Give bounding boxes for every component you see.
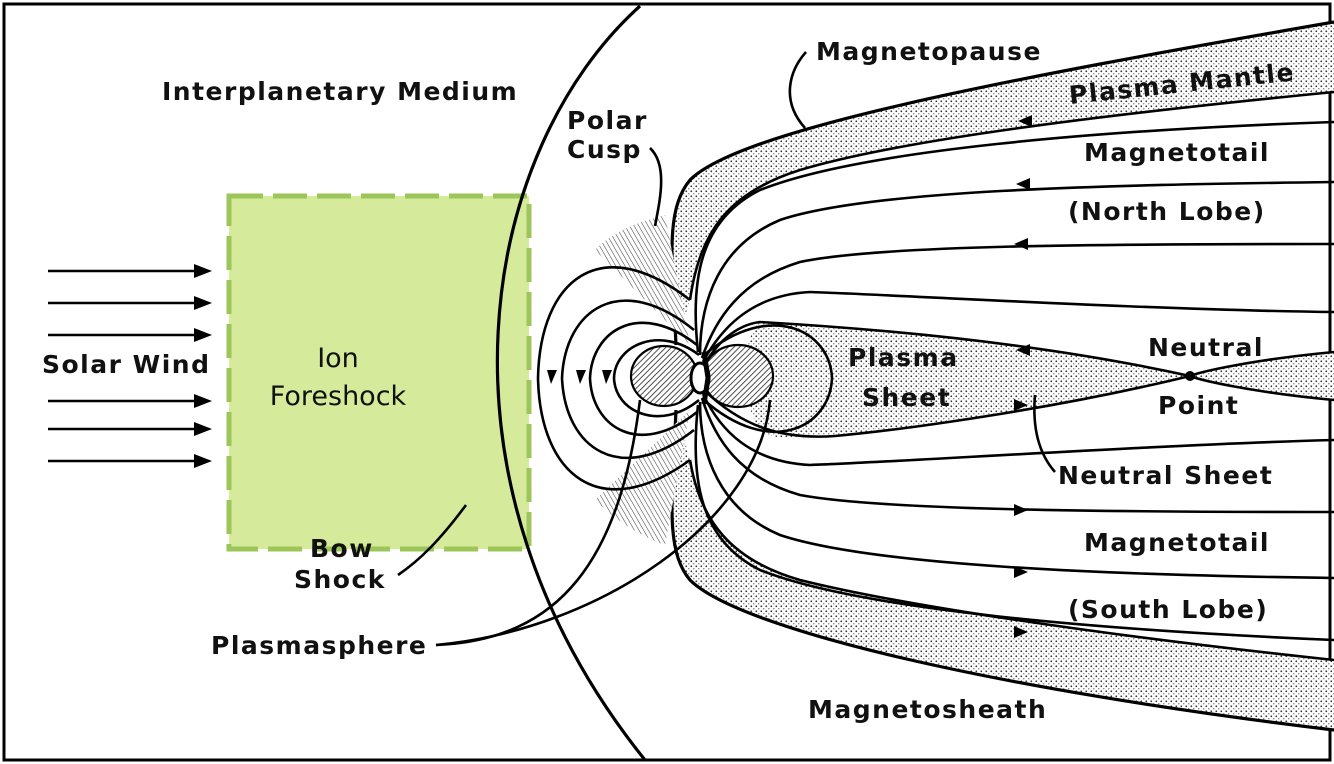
north-lobe-label: (North Lobe) (1068, 197, 1266, 226)
magnetopause-south (670, 409, 1334, 732)
arrow-s3 (1014, 504, 1028, 516)
arrow-loop2 (576, 370, 586, 384)
arrow-ps1 (1016, 344, 1030, 356)
neutral-point-label-line1: Neutral (1148, 333, 1264, 362)
polar-cusp-south (595, 410, 690, 545)
plasma-sheet-label-line1: Plasma (848, 343, 959, 372)
tail-line-s3 (700, 397, 1334, 514)
mantle-inner-south (688, 459, 1334, 662)
arrow-s2 (1014, 566, 1028, 578)
plasma-sheet-label-line2: Sheet (862, 383, 951, 412)
arrow-n1 (1018, 115, 1032, 127)
magnetopause-leader (788, 51, 807, 129)
bow-shock-curve (495, 4, 647, 762)
dayside-loop-4 (612, 338, 700, 418)
plasma-mantle-north (671, 22, 1334, 345)
tail-line-n1 (694, 120, 1334, 353)
polar-cusp-label-line2: Cusp (567, 135, 642, 164)
ion-foreshock-region (226, 193, 532, 552)
neutral-point-label-line2: Point (1158, 391, 1239, 420)
magnetopause-north (670, 20, 1334, 346)
bow-shock-label-line1: Bow (310, 534, 374, 563)
interplanetary-medium-label: Interplanetary Medium (162, 77, 518, 106)
neutral-point-marker (1185, 371, 1195, 381)
bow-shock-label-line2: Shock (294, 565, 386, 594)
tail-line-n3 (700, 242, 1334, 359)
dayside-loop-1 (536, 266, 691, 491)
tail-arrows (547, 115, 1032, 638)
arrow-s1 (1014, 626, 1028, 638)
magnetopause-label: Magnetopause (816, 37, 1042, 66)
neutral-sheet-label: Neutral Sheet (1058, 461, 1273, 490)
plasmasphere-label: Plasmasphere (211, 631, 427, 660)
solar-wind-arrows (48, 264, 212, 468)
nightside-loop-1 (703, 324, 834, 434)
arrow-loop1 (547, 370, 557, 384)
solar-wind-label: Solar Wind (42, 350, 211, 379)
ion-foreshock-label-line2: Foreshock (270, 381, 407, 412)
tail-line-s1 (694, 404, 1334, 642)
neutral-sheet-leader (1033, 394, 1056, 473)
tail-line-n4 (701, 290, 1334, 363)
bow-shock-leader (397, 504, 468, 577)
tail-line-s2 (698, 401, 1334, 580)
ion-foreshock-label-line1: Ion (317, 343, 359, 374)
earth-shade (701, 351, 711, 405)
plasmasphere-east (701, 343, 775, 409)
south-lobe-label: (South Lobe) (1068, 595, 1268, 624)
polar-cusp-label-line1: Polar (567, 106, 648, 135)
arrow-ps2 (1014, 399, 1028, 411)
mantle-inner-north (688, 90, 1334, 301)
tail-line-n2 (698, 180, 1334, 356)
arrow-loop3 (602, 370, 612, 384)
plasma-mantle-south (671, 410, 1334, 730)
plasma-sheet-region (745, 322, 1334, 439)
dayside-loop-3 (588, 321, 698, 437)
magnetotail-north-label: Magnetotail (1084, 138, 1270, 167)
polar-cusp-leader (649, 147, 663, 227)
plasmasphere-west (629, 344, 699, 408)
magnetosheath-label: Magnetosheath (808, 695, 1047, 724)
tail-line-n5 (702, 320, 1334, 378)
plasmasphere-leader-2 (435, 399, 772, 647)
arrow-n2 (1016, 178, 1030, 190)
arrow-n3 (1014, 238, 1028, 250)
magnetotail-south-label: Magnetotail (1084, 528, 1270, 557)
tail-line-s4 (701, 393, 1334, 467)
